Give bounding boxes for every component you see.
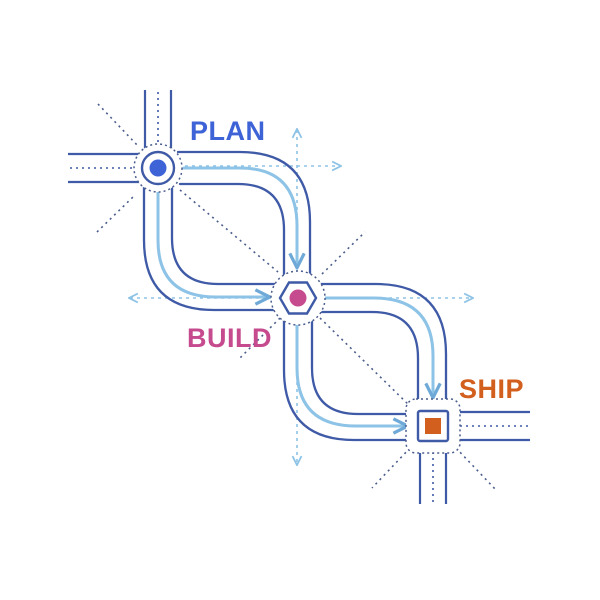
circle-icon — [149, 159, 167, 177]
flow-build-to-ship-right — [320, 296, 433, 396]
ship-node — [405, 398, 461, 454]
plan-label: PLAN — [190, 116, 266, 146]
tracks — [142, 150, 448, 442]
track-outer-upper — [176, 150, 312, 284]
track-inner-lower — [310, 314, 416, 416]
track-outer-right — [314, 282, 448, 410]
ship-guide-ll — [371, 447, 411, 489]
flow-plan-to-build-left — [156, 188, 268, 297]
ship-label: SHIP — [459, 374, 524, 404]
flow-plan-to-build-right — [182, 166, 297, 266]
hexagon-icon — [289, 289, 307, 307]
square-icon — [425, 418, 441, 434]
flow-lines — [156, 166, 433, 426]
plan-build-diagonal — [179, 189, 279, 273]
track-inner-right — [314, 310, 420, 410]
plan-node — [133, 143, 183, 193]
track-stub-dots — [70, 92, 530, 504]
track-outer-lower — [282, 314, 418, 442]
build-node — [270, 270, 326, 326]
track-outer-left — [142, 184, 284, 312]
build-ship-diagonal — [319, 317, 413, 409]
plan-guide-ul — [97, 103, 139, 147]
ship-guide-lr — [455, 447, 497, 491]
plan-guide-ll — [96, 194, 136, 233]
build-guide-ur — [321, 231, 366, 275]
flow-build-to-ship-lower — [295, 320, 406, 426]
track-inner-left — [170, 186, 282, 286]
build-label: BUILD — [187, 323, 272, 353]
track-inner-upper — [178, 182, 286, 286]
